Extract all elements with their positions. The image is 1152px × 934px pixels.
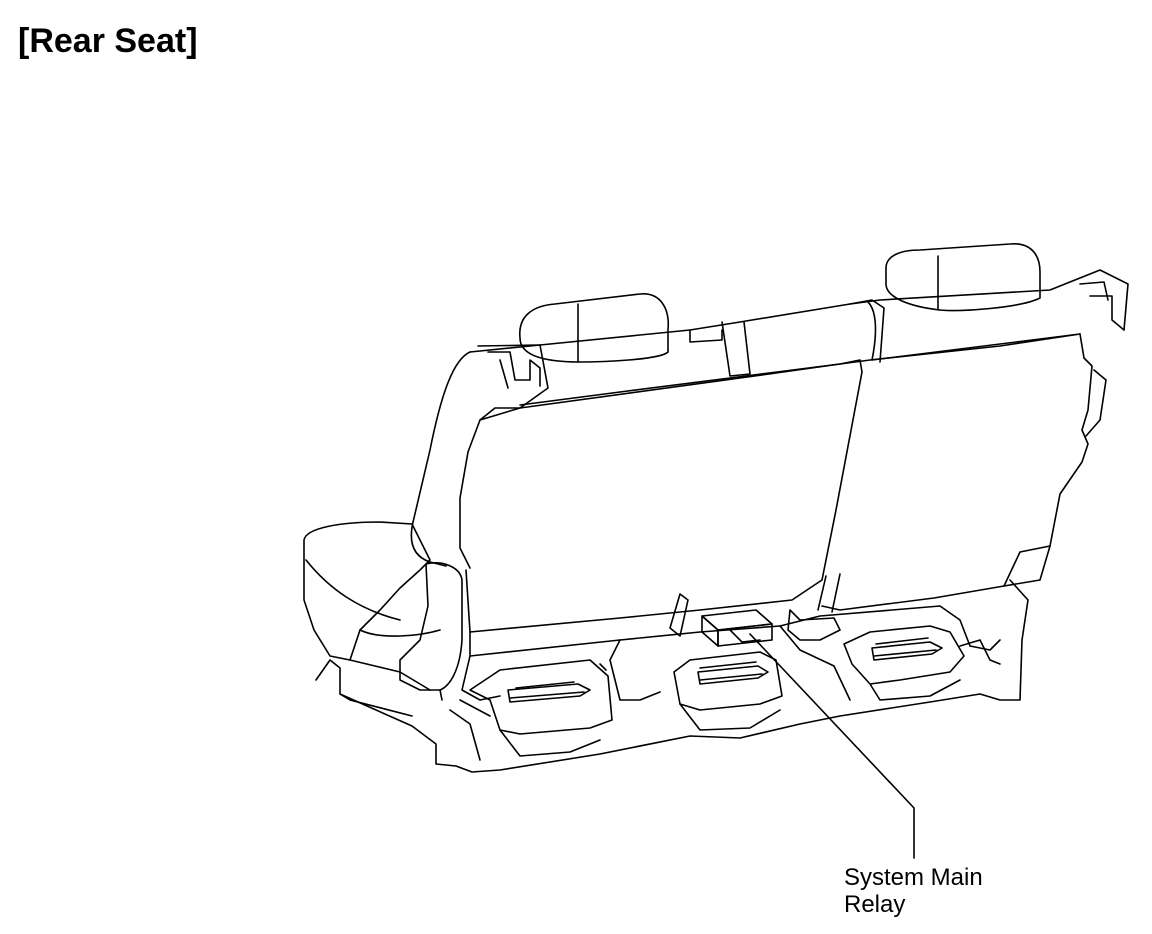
seatback-top-rail (469, 269, 1129, 406)
relay-callout-label: System Main Relay (844, 864, 983, 918)
left-headrest (519, 293, 669, 363)
left-cushion-bolster (303, 521, 463, 701)
right-headrest (885, 243, 1041, 312)
seat-base-frame (315, 579, 1029, 773)
page-title: [Rear Seat] (18, 22, 198, 60)
right-seat-pad (843, 625, 965, 701)
seat-mounts (449, 573, 1001, 761)
right-seatback-panel (821, 281, 1125, 611)
center-seat-pad (673, 651, 783, 731)
callout-line-1: System Main (844, 864, 983, 891)
callout-line-2: Relay (844, 891, 906, 918)
left-seat-pad (469, 659, 613, 757)
left-seatback-panel (465, 359, 863, 637)
left-bolster (410, 344, 549, 569)
relay-leader-line (749, 633, 915, 859)
system-main-relay-box (701, 609, 773, 647)
